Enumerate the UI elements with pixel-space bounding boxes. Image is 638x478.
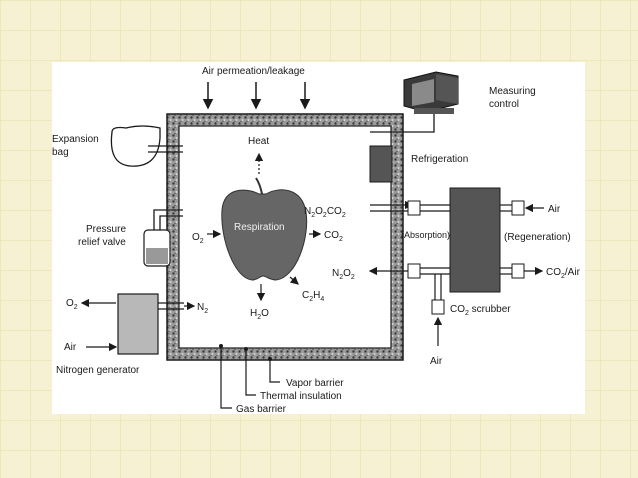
co2-out-label: CO2 — [324, 230, 343, 243]
respiration-label: Respiration — [234, 222, 285, 233]
air-permeation-arrows — [202, 82, 311, 110]
air-in-bottom-label: Air — [430, 356, 443, 367]
control-label: control — [489, 99, 519, 110]
controlled-atmosphere-diagram: Air permeation/leakage Measuring control… — [52, 66, 581, 414]
pressure-relief-valve — [143, 209, 183, 267]
air-permeation-label: Air permeation/leakage — [202, 66, 305, 77]
absorption-label: (Absorption) — [401, 230, 450, 240]
o2-in-label: O2 — [192, 232, 204, 245]
regeneration-piping — [500, 200, 544, 279]
pressure-label: Pressure — [86, 224, 126, 235]
c2h4-arrow — [289, 276, 299, 285]
refrigeration-unit — [369, 145, 393, 183]
measuring-label: Measuring — [489, 86, 536, 97]
c2h4-label: C2H4 — [302, 290, 324, 303]
heat-label: Heat — [248, 136, 269, 147]
relief-valve-label: relief valve — [78, 237, 126, 248]
n2-in-label: N2 — [197, 302, 208, 315]
h2o-label: H2O — [250, 308, 269, 321]
air-in-left-label: Air — [64, 342, 77, 353]
bag-label: bag — [52, 147, 69, 158]
co2-air-label: CO2/Air — [546, 267, 581, 280]
nitrogen-generator-box — [117, 293, 159, 355]
scrubber-piping — [368, 200, 450, 346]
expansion-bag — [110, 125, 183, 167]
computer-monitor-icon — [403, 71, 459, 114]
n2o2co2-label: N2O2CO2 — [304, 206, 346, 219]
gas-barrier-label: Gas barrier — [236, 404, 287, 414]
diagram-panel: Air permeation/leakage Measuring control… — [52, 62, 585, 414]
co2-scrubber-label: CO2 scrubber — [450, 304, 511, 317]
expansion-label: Expansion — [52, 134, 99, 145]
nitrogen-generator-label: Nitrogen generator — [56, 365, 140, 376]
vapor-barrier-label: Vapor barrier — [286, 378, 344, 389]
chamber-wall — [166, 113, 404, 361]
barrier-callouts — [219, 344, 280, 409]
apple-respiration-icon — [221, 177, 308, 281]
o2-out-label: O2 — [66, 298, 78, 311]
refrigeration-label: Refrigeration — [411, 154, 468, 165]
thermal-insulation-label: Thermal insulation — [260, 391, 342, 402]
regeneration-unit — [449, 187, 501, 293]
regeneration-label: (Regeneration) — [504, 232, 571, 243]
n2o2-label: N2O2 — [332, 268, 355, 281]
control-cable — [370, 114, 435, 133]
air-in-right-label: Air — [548, 204, 561, 215]
